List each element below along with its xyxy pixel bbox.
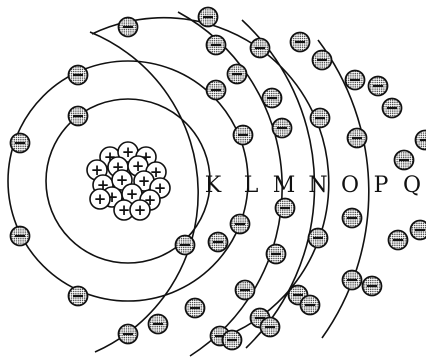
- electron: [309, 229, 328, 248]
- electron: [395, 151, 414, 170]
- nucleus: +++++++++++++++++: [87, 142, 170, 220]
- electron: [263, 89, 282, 108]
- shell-labels: K L M N O P Q: [205, 173, 421, 198]
- shell-label-q: Q: [403, 173, 421, 198]
- electron: [11, 134, 30, 153]
- electron: [276, 199, 295, 218]
- svg-text:+: +: [94, 190, 107, 208]
- electron: [313, 51, 332, 70]
- electron: [119, 18, 138, 37]
- electron: [207, 36, 226, 55]
- electron: [273, 119, 292, 138]
- electron: [389, 231, 408, 250]
- svg-text:+: +: [118, 201, 131, 219]
- shell-label-l: L: [244, 173, 259, 198]
- electron: [223, 331, 242, 350]
- svg-text:+: +: [134, 201, 147, 219]
- electron: [176, 236, 195, 255]
- electron: [69, 107, 88, 126]
- electron: [209, 233, 228, 252]
- electron: [343, 209, 362, 228]
- shell-label-m: M: [273, 173, 296, 198]
- electron: [251, 39, 270, 58]
- electron: [11, 227, 30, 246]
- electron: [311, 109, 330, 128]
- electron: [369, 77, 388, 96]
- electron: [119, 325, 138, 344]
- electron: [411, 221, 426, 240]
- shell-label-n: N: [308, 173, 327, 198]
- proton: +: [130, 200, 150, 220]
- electron: [236, 281, 255, 300]
- electron: [186, 299, 205, 318]
- electron: [346, 71, 365, 90]
- proton: +: [90, 189, 110, 209]
- electron: [69, 66, 88, 85]
- electron: [207, 81, 226, 100]
- electron: [149, 315, 168, 334]
- electron: [261, 318, 280, 337]
- electron: [267, 245, 286, 264]
- electron: [416, 131, 426, 150]
- electron: [291, 33, 310, 52]
- electron: [363, 277, 382, 296]
- shell-label-k: K: [205, 173, 222, 198]
- electron: [69, 287, 88, 306]
- electron: [199, 8, 218, 27]
- shell-label-o: O: [341, 173, 359, 198]
- electron: [383, 99, 402, 118]
- electron: [348, 129, 367, 148]
- electron: [301, 296, 320, 315]
- shell-label-p: P: [374, 173, 389, 198]
- electron: [228, 65, 247, 84]
- electron: [231, 215, 250, 234]
- electron: [343, 271, 362, 290]
- electron: [234, 126, 253, 145]
